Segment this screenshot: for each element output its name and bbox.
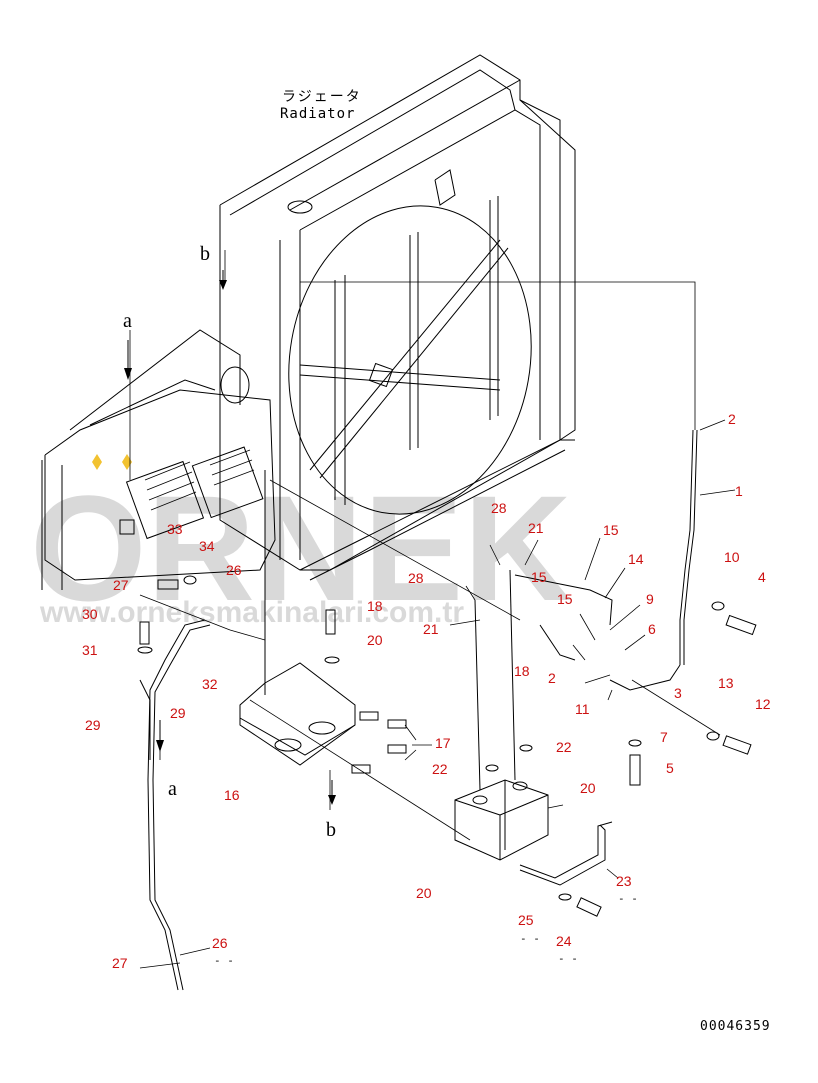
part-label: 15	[603, 522, 619, 538]
watermark-url-text: www.orneksmakinalari.com.tr	[39, 596, 464, 629]
bracket-assembly	[41, 329, 276, 695]
part-label: 22	[432, 761, 448, 777]
arrow-a-down-icon	[124, 368, 132, 380]
part-label: 21	[423, 621, 439, 637]
part-label: 7	[660, 729, 668, 745]
part-label: 2	[728, 411, 736, 427]
part-label: 23	[616, 873, 632, 889]
fasteners	[137, 575, 757, 786]
part-label: 2	[548, 670, 556, 686]
part-label: 20	[367, 632, 383, 648]
part-label: 15	[531, 569, 547, 585]
radiator-title-en: Radiator	[280, 106, 355, 122]
note-dashes: - - - - - - - -	[214, 892, 638, 967]
svg-text:- -: - -	[618, 892, 638, 905]
part-label: 32	[202, 676, 218, 692]
part-label: 3	[674, 685, 682, 701]
guard-plate	[239, 662, 356, 766]
part-label: 27	[113, 577, 129, 593]
part-label: 26	[212, 935, 228, 951]
svg-text:- -: - -	[558, 952, 578, 965]
part-label: 33	[167, 521, 183, 537]
leader-lines	[129, 250, 736, 969]
arrow-b-down-icon	[219, 280, 227, 290]
part-label: 20	[580, 780, 596, 796]
view-label-a-bottom: a	[168, 778, 177, 800]
part-label: 4	[758, 569, 766, 585]
part-label: 15	[557, 591, 573, 607]
part-label: 22	[556, 739, 572, 755]
part-label: 10	[724, 549, 740, 565]
part-label: 5	[666, 760, 674, 776]
part-label: 28	[408, 570, 424, 586]
part-label: 25	[518, 912, 534, 928]
part-label: 18	[367, 598, 383, 614]
part-label: 21	[528, 520, 544, 536]
part-label: 29	[170, 705, 186, 721]
hose-lines	[139, 429, 698, 991]
svg-text:- -: - -	[520, 932, 540, 945]
view-label-b-top: b	[200, 243, 210, 265]
view-arrows	[124, 270, 336, 805]
view-label-a-top: a	[123, 310, 132, 332]
arrow-b-lower-icon	[328, 795, 336, 805]
part-label: 27	[112, 955, 128, 971]
figure-code: 00046359	[700, 1019, 771, 1034]
part-label: 14	[628, 551, 644, 567]
watermark: ORNEK www.orneksmakinalari.com.tr	[30, 464, 572, 632]
part-label: 30	[82, 606, 98, 622]
part-label: 18	[514, 663, 530, 679]
svg-text:- -: - -	[214, 954, 234, 967]
part-label: 26	[226, 562, 242, 578]
part-label: 9	[646, 591, 654, 607]
radiator-title-jp: ラジェータ	[282, 89, 362, 105]
part-label: 13	[718, 675, 734, 691]
part-label: 20	[416, 885, 432, 901]
part-label: 28	[491, 500, 507, 516]
radiator-assembly	[219, 54, 576, 581]
reserve-tank	[454, 779, 549, 861]
tank-bracket	[519, 821, 613, 917]
part-label: 1	[735, 483, 743, 499]
part-label: 11	[575, 701, 590, 717]
view-label-b-bottom: b	[326, 819, 336, 841]
part-label: 31	[82, 642, 98, 658]
part-label: 12	[755, 696, 771, 712]
part-label: 16	[224, 787, 240, 803]
part-callouts: 2 1 10 4 9 6 3 13 12 11 7 5 28 21 15 15 …	[82, 411, 771, 971]
part-label: 17	[435, 735, 451, 751]
part-label: 29	[85, 717, 101, 733]
watermark-logo-text: ORNEK	[30, 464, 572, 632]
part-label: 34	[199, 538, 215, 554]
arrow-a-lower-icon	[156, 740, 164, 752]
part-label: 6	[648, 621, 656, 637]
part-label: 24	[556, 933, 572, 949]
